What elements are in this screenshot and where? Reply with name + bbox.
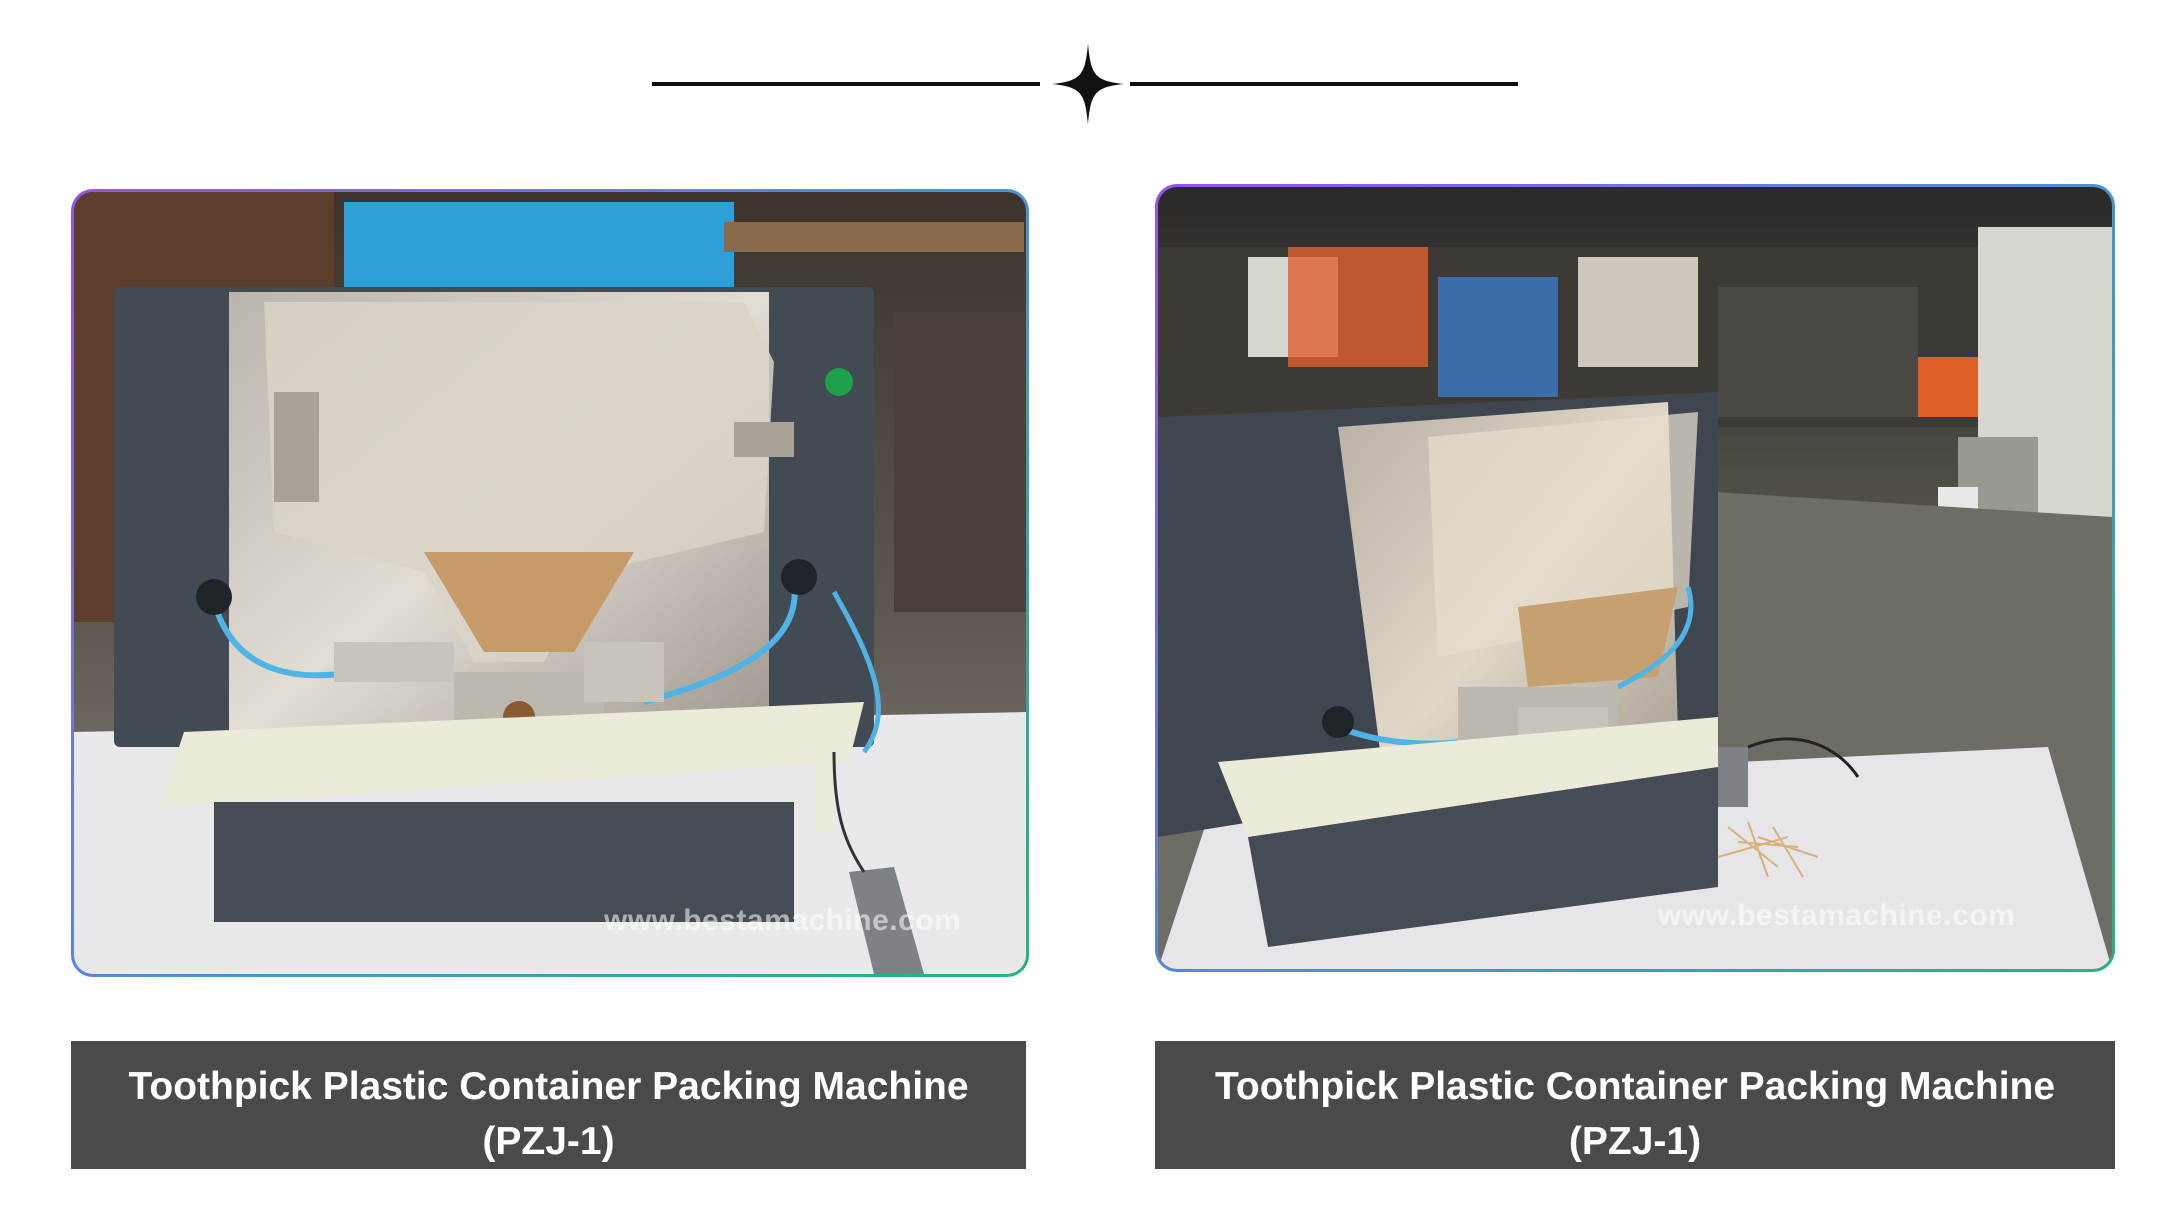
four-point-star-icon [1052,44,1124,124]
machine-photo-illustration [74,192,1026,974]
divider-line-right [1130,82,1518,86]
product-photo-1[interactable]: www.bestamachine.com [74,192,1026,974]
product-model-2: (PZJ-1) [1568,1120,1702,1163]
watermark-text-2: www.bestamachine.com [1658,899,2016,932]
product-photo-frame-2: www.bestamachine.com [1155,184,2115,972]
product-model-1: (PZJ-1) [482,1120,615,1163]
top-divider [0,0,2160,130]
divider-line-left [652,82,1040,86]
watermark-text-1: www.bestamachine.com [604,904,962,937]
product-caption-1: Toothpick Plastic Container Packing Mach… [71,1041,1026,1169]
machine-photo-illustration [1158,187,2112,969]
product-photo-2[interactable]: www.bestamachine.com [1158,187,2112,969]
product-photo-frame-1: www.bestamachine.com [71,189,1029,977]
product-title-1: Toothpick Plastic Container Packing Mach… [128,1065,969,1108]
product-caption-2: Toothpick Plastic Container Packing Mach… [1155,1041,2115,1169]
product-title-2: Toothpick Plastic Container Packing Mach… [1214,1065,2056,1108]
